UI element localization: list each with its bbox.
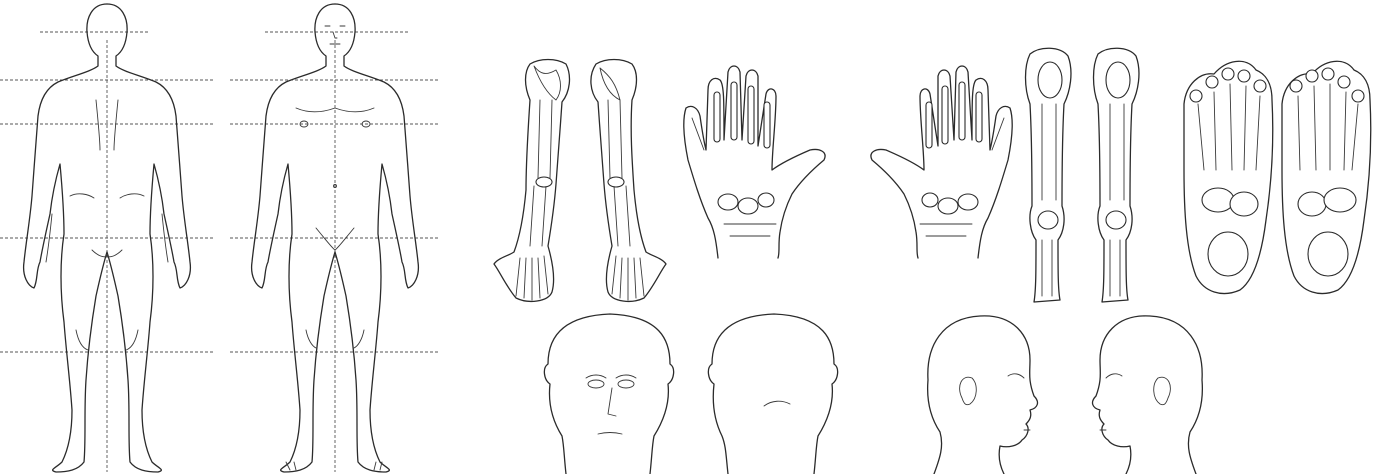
hand-skeleton-palmar <box>684 66 825 258</box>
head-back <box>708 314 837 474</box>
hand-skeleton-dorsal <box>871 66 1012 258</box>
full-body-front <box>230 4 440 472</box>
foot-skeleton-dorsal <box>1184 61 1273 293</box>
arm-skeleton-back <box>494 60 569 302</box>
head-profile-right <box>928 316 1038 474</box>
full-body-back <box>0 4 215 472</box>
arm-skeleton-front <box>591 60 666 302</box>
foot-skeleton-plantar <box>1282 61 1371 293</box>
leg-skeleton-front <box>1026 48 1071 302</box>
head-front <box>544 314 673 474</box>
head-profile-left <box>1093 316 1203 474</box>
leg-skeleton-back <box>1094 48 1139 302</box>
